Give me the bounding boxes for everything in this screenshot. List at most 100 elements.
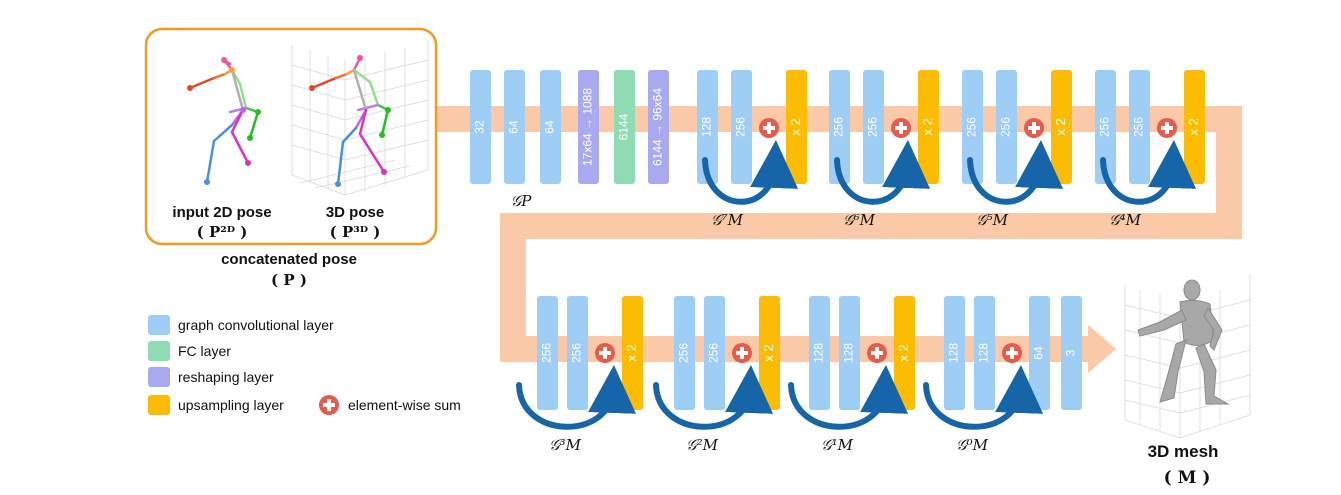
bottom-block-4-sum-icon-plus-v: [1010, 347, 1014, 359]
top-block-2-conv2-bar: [863, 70, 884, 184]
top-block-4-conv2-bar: [1129, 70, 1150, 184]
bottom-block-3-conv2-label: 128: [842, 343, 856, 363]
concatenated-pose-box: [144, 27, 438, 246]
bottom-block-1-conv1-bar: [537, 296, 558, 410]
top-block-1-conv1-bar: [697, 70, 718, 184]
top-block-1-sum-icon: [759, 118, 779, 138]
pose-3d-label: 3D pose: [326, 204, 384, 221]
bottom-block-2-sum-icon: [732, 343, 752, 363]
top-block-3-conv1-bar: [962, 70, 983, 184]
top-block-3-sum-icon-plus-v: [1032, 122, 1036, 134]
bottom-block-1-module-label: 𝒢³M: [549, 436, 582, 454]
top-block-4-conv1-bar: [1095, 70, 1116, 184]
bottom-block-4-conv2-label: 128: [977, 343, 991, 363]
encoder-layer-1-label: 32: [473, 120, 487, 134]
top-block-1-conv2-label: 256: [734, 117, 748, 137]
bottom-block-3-upsample: x 2: [894, 296, 915, 410]
bottom-block-2-skip-arrow: [653, 365, 773, 430]
encoder-layer-6: 6144 → 96x64: [648, 70, 669, 184]
top-block-4-conv2-label: 256: [1132, 117, 1146, 137]
bottom-block-2-conv1: 256: [674, 296, 695, 410]
top-block-3-upsample: x 2: [1051, 70, 1072, 184]
bottom-block-3-upsample-label: x 2: [896, 344, 911, 361]
bottom-block-1-upsample-label: x 2: [624, 344, 639, 361]
top-block-2-conv1-bar: [829, 70, 850, 184]
legend-item-reshape: reshaping layer: [148, 367, 274, 387]
bottom-block-2-upsample-label: x 2: [761, 344, 776, 361]
bottom-block-2-sum-icon-plus-v: [740, 347, 744, 359]
encoder-layer-5-label: 6144: [617, 113, 631, 140]
bottom-block-1-conv1-label: 256: [540, 343, 554, 363]
top-block-3-conv1-label: 256: [965, 117, 979, 137]
legend-item-graph_conv: graph convolutional layer: [148, 315, 334, 335]
legend-label-reshape: reshaping layer: [178, 369, 274, 385]
bottom-block-3-sum-icon: [867, 343, 887, 363]
legend-swatch-upsample: [148, 395, 170, 415]
bottom-block-3-conv1: 128: [809, 296, 830, 410]
output-mesh-panel: 3D mesh ( M ): [1124, 275, 1251, 488]
bottom-block-1-conv2: 256: [567, 296, 588, 410]
top-block-1-upsample: x 2: [786, 70, 807, 184]
skip-connections: [516, 140, 1197, 430]
encoder-layer-4-label: 17x64 → 1088: [581, 88, 595, 166]
top-block-2-conv1-label: 256: [832, 117, 846, 137]
encoder-layer-2: 64: [504, 70, 525, 184]
legend-swatch-graph_conv: [148, 315, 170, 335]
encoder-layer-3-bar: [540, 70, 561, 184]
encoder-layer-1: 32: [470, 70, 491, 184]
final-layer-1: 64: [1029, 296, 1050, 410]
mesh-label: 3D mesh: [1148, 442, 1219, 461]
mesh-grid: [1124, 275, 1251, 439]
encoder-layer-5: 6144: [614, 70, 635, 184]
encoder-layer-6-label: 6144 → 96x64: [651, 88, 665, 166]
bottom-block-1-conv1: 256: [537, 296, 558, 410]
top-block-2-conv2-label: 256: [866, 117, 880, 137]
encoder-layer-4-bar: [578, 70, 599, 184]
top-block-2-sum-icon-plus-v: [899, 122, 903, 134]
top-block-4-upsample-label: x 2: [1186, 118, 1201, 135]
final-layer-1-label: 64: [1032, 346, 1046, 360]
encoder-layer-4: 17x64 → 1088: [578, 70, 599, 184]
top-block-3-upsample-label: x 2: [1053, 118, 1068, 135]
bottom-block-1-conv2-bar: [567, 296, 588, 410]
top-block-3-conv2-label: 256: [999, 117, 1013, 137]
bottom-block-3-conv1-bar: [809, 296, 830, 410]
bottom-block-4-conv1-bar: [944, 296, 965, 410]
top-block-3-conv2: 256: [996, 70, 1017, 184]
top-block-4-upsample: x 2: [1184, 70, 1205, 184]
top-block-2-upsample-label: x 2: [920, 118, 935, 135]
legend-item-upsample: upsampling layer: [148, 395, 284, 415]
bottom-block-2-conv1-bar: [674, 296, 695, 410]
encoder-layer-6-bar: [648, 70, 669, 184]
legend-sum-plus-v: [327, 399, 331, 411]
bottom-block-1-sum-icon-plus-v: [603, 347, 607, 359]
top-block-1-module-label: 𝒢⁷M: [711, 211, 744, 229]
bottom-block-4-conv1-label: 128: [947, 343, 961, 363]
bottom-block-4-module-label: 𝒢⁰M: [956, 436, 989, 454]
legend-swatch-fc: [148, 341, 170, 361]
top-block-2-conv1: 256: [829, 70, 850, 184]
encoder-module-label: 𝒢P: [511, 192, 533, 210]
final-layer-2: 3: [1061, 296, 1082, 410]
top-block-1-conv2: 256: [731, 70, 752, 184]
top-block-1-sum-icon-plus-v: [767, 122, 771, 134]
top-block-1-conv2-bar: [731, 70, 752, 184]
pose-2d-skeleton: [187, 57, 261, 185]
bottom-block-2-conv2-label: 256: [707, 343, 721, 363]
bottom-block-2-conv1-label: 256: [677, 343, 691, 363]
top-block-4-sum-icon: [1157, 118, 1177, 138]
top-block-1-conv1: 128: [697, 70, 718, 184]
top-block-4-skip-arrow: [1100, 140, 1197, 205]
encoder-layer-2-label: 64: [507, 120, 521, 134]
top-block-3-module-label: 𝒢⁵M: [976, 211, 1009, 229]
top-block-2-module-label: 𝒢⁶M: [843, 211, 876, 229]
top-block-3-sum-icon: [1024, 118, 1044, 138]
pose-2d-label: input 2D pose: [172, 204, 271, 221]
top-block-2-sum-icon: [891, 118, 911, 138]
final-layer-2-label: 3: [1064, 349, 1078, 356]
encoder-layer-3: 64: [540, 70, 561, 184]
legend-label-sum: element-wise sum: [348, 397, 461, 413]
bottom-block-1-upsample: x 2: [622, 296, 643, 410]
encoder-layer-3-label: 64: [543, 120, 557, 134]
